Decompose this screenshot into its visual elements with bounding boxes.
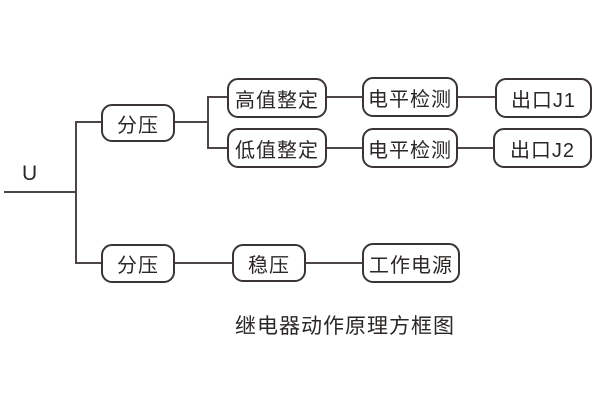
node-divider-bottom-label: 分压	[117, 255, 159, 277]
connector-divider-to-branch	[175, 121, 209, 123]
connector-level-detect-to-j2	[458, 147, 493, 149]
node-output-j1: 出口J1	[495, 78, 592, 118]
connector-high-to-level-detect	[327, 96, 362, 98]
connector-divider-to-regulator	[175, 262, 232, 264]
connector-trunk-to-divider-bottom	[77, 262, 101, 264]
connector-trunk-to-divider-top	[77, 121, 101, 123]
connector-low-to-level-detect	[327, 147, 362, 149]
connector-trunk-vertical	[75, 121, 77, 264]
node-divider-bottom: 分压	[101, 244, 175, 283]
connector-level-detect-to-j1	[458, 96, 495, 98]
node-low-setting: 低值整定	[227, 128, 327, 168]
node-level-detect-1: 电平检测	[362, 77, 458, 117]
connector-branch-vertical	[207, 96, 209, 149]
node-output-j2-label: 出口J2	[509, 139, 576, 162]
node-level-detect-2: 电平检测	[362, 128, 458, 168]
node-output-j1-label: 出口J1	[510, 89, 577, 112]
connector-branch-to-high-setting	[209, 96, 228, 98]
connector-branch-to-low-setting	[209, 147, 228, 149]
node-low-setting-label: 低值整定	[235, 139, 319, 162]
node-high-setting: 高值整定	[227, 78, 327, 118]
node-level-detect-1-label: 电平检测	[368, 88, 452, 111]
input-voltage-label: U	[22, 162, 38, 185]
node-power-supply: 工作电源	[362, 243, 460, 283]
node-output-j2: 出口J2	[493, 128, 592, 168]
node-level-detect-2-label: 电平检测	[368, 139, 452, 162]
node-high-setting-label: 高值整定	[235, 89, 319, 112]
connector-regulator-to-power	[306, 262, 362, 264]
diagram-caption: 继电器动作原理方框图	[235, 315, 455, 338]
node-regulator-label: 稳压	[248, 254, 290, 277]
connector-input-horizontal	[4, 191, 77, 193]
node-power-supply-label: 工作电源	[369, 254, 453, 277]
node-divider-top-label: 分压	[117, 114, 159, 137]
node-divider-top: 分压	[101, 104, 175, 142]
node-regulator: 稳压	[232, 244, 306, 282]
